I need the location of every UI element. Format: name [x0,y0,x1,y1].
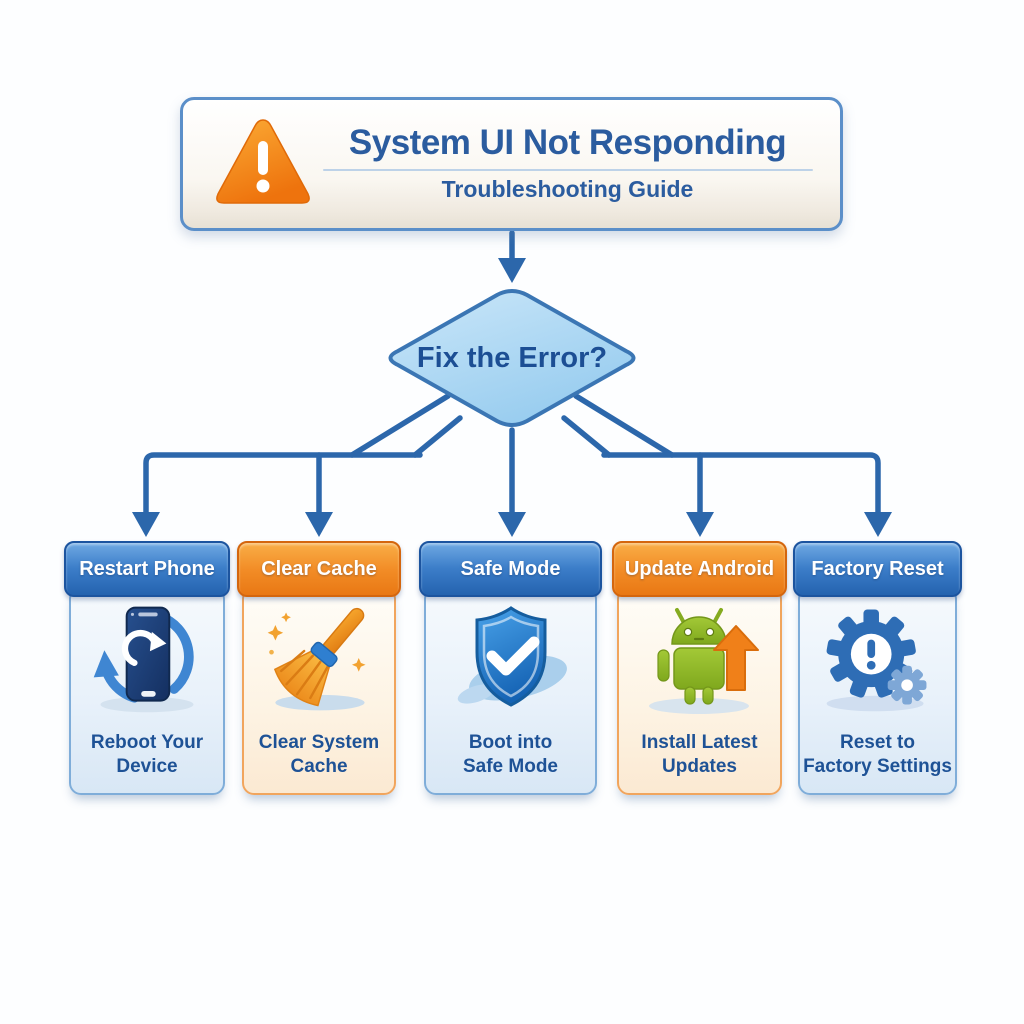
card-restart-phone: Restart Phone Reboot Y [64,541,230,795]
card-caption: Clear System Cache [241,731,397,780]
card-header: Safe Mode [419,541,602,597]
caption-line-1: Install Latest [641,731,758,753]
header-banner: System UI Not Responding Troubleshooting… [180,97,843,231]
gear-alert-icon [793,599,962,717]
caption-line-2: Updates [662,756,737,778]
card-caption: Reset to Factory Settings [797,731,958,780]
decision-label: Fix the Error? [416,341,608,374]
phone-restart-icon [64,599,230,717]
card-update-android: Update Android [612,541,787,795]
card-safe-mode: Safe Mode Boot into Safe Mode [419,541,602,795]
card-factory-reset: Factory Reset [793,541,962,795]
android-update-icon [612,599,787,717]
caption-line-2: Cache [290,756,348,778]
caption-line-2: Factory Settings [803,756,952,778]
broom-icon [237,599,401,717]
shield-check-icon [419,599,602,717]
caption-line-1: Reset to [840,731,915,753]
card-clear-cache: Clear Cache [237,541,401,795]
card-header: Update Android [612,541,787,597]
header-text: System UI Not Responding Troubleshooting… [315,123,820,203]
page-subtitle: Troubleshooting Guide [441,175,694,202]
caption-line-1: Clear System [258,731,380,753]
card-caption: Reboot Your Device [68,731,226,780]
header-divider [322,168,813,171]
card-header: Clear Cache [237,541,401,597]
caption-line-1: Boot into [468,731,553,753]
card-caption: Install Latest Updates [616,731,783,780]
warning-triangle-icon [211,114,315,215]
card-caption: Boot into Safe Mode [423,731,598,780]
caption-line-1: Reboot Your [90,731,204,753]
caption-line-2: Safe Mode [462,756,559,778]
page-title: System UI Not Responding [348,123,787,163]
card-header: Restart Phone [64,541,230,597]
card-header: Factory Reset [793,541,962,597]
caption-line-2: Device [116,756,178,778]
